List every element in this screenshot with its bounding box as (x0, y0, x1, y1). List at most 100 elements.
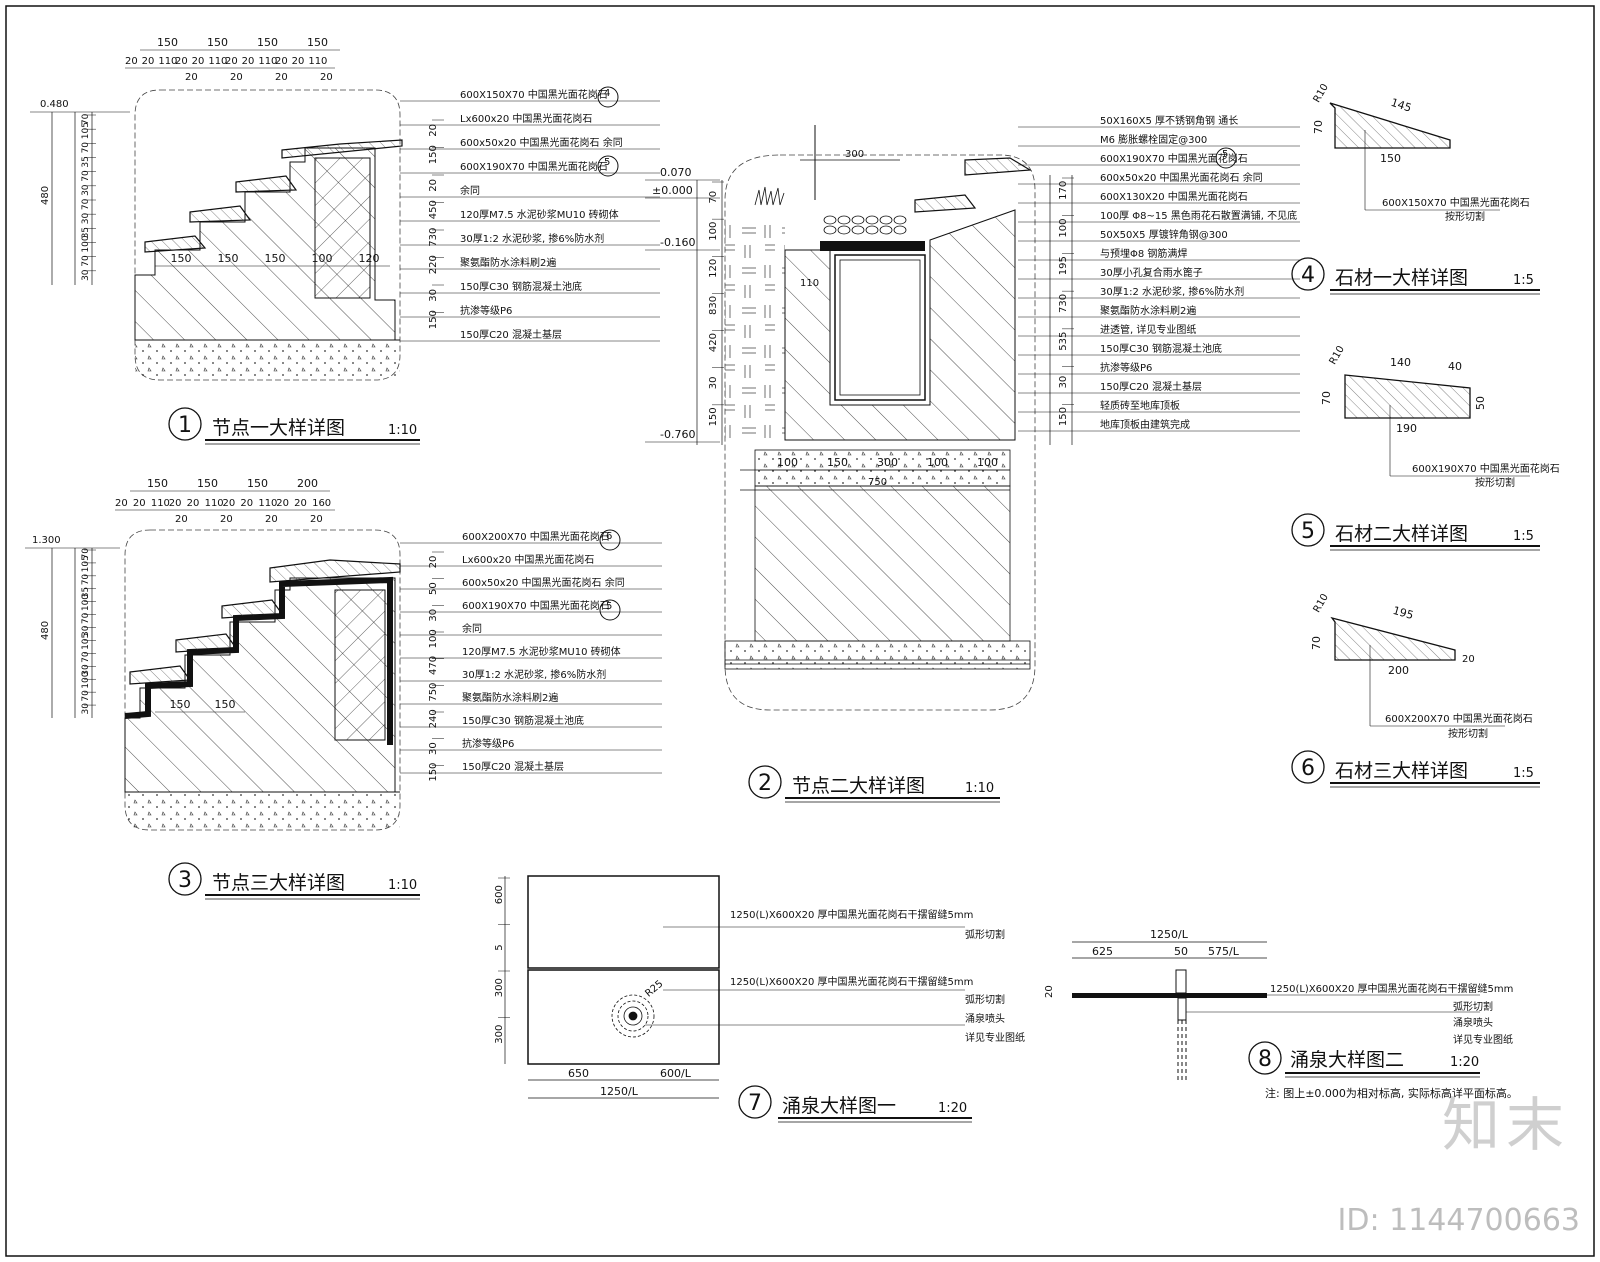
detail-5-title-text: 石材二大样详图 (1335, 523, 1468, 545)
d1-top2-11: 110 (308, 56, 327, 67)
d1-labels-8: 150厚C30 钢筋混凝土池底 (460, 280, 582, 293)
detail-4-h: 70 (1312, 120, 1325, 134)
d7-label-1: 弧形切割 (965, 928, 1005, 941)
detail-7-total-w: 1250/L (600, 1085, 639, 1098)
detail-2-stone-2 (964, 157, 1032, 176)
d3-left-0: 70 (81, 548, 91, 560)
d1-top-1: 150 (207, 36, 228, 49)
d2-right-2: 195 (1058, 256, 1069, 275)
detail-2-elevs: 0.070 ±0.000 -0.160 -0.760 (645, 166, 720, 443)
detail-3-title-num: 3 (178, 868, 192, 893)
d2-labels-10: 聚氨酯防水涂料刷2遍 (1100, 304, 1196, 317)
detail-1-total-h: 480 (40, 186, 51, 205)
detail-1-tag-circle-1 (597, 155, 619, 177)
detail-1-tread-1 (144, 235, 207, 253)
d3-left-11: 70 (81, 690, 91, 702)
detail-2-tag: 5 (1222, 149, 1228, 160)
detail-6-label1: 600X200X70 中国黑光面花岗石 (1385, 712, 1533, 725)
detail-2-pebbles (823, 215, 907, 235)
detail-4-title-scale: 1:5 (1513, 273, 1534, 288)
detail-4-r: R10 (1312, 82, 1331, 105)
detail-2-pool-wall (784, 209, 1016, 441)
d1-labels-5: 120厚M7.5 水泥砂浆MU10 砖砌体 (460, 208, 619, 221)
detail-5-bottom: 190 (1396, 422, 1417, 435)
d3-top2-5: 110 (205, 498, 224, 509)
detail-2-grate (820, 241, 925, 251)
d3-right-0: 20 (428, 556, 439, 569)
d1-left-9: 100 (81, 235, 91, 252)
detail-7-dim-b1: 650 (568, 1067, 589, 1080)
detail-2-gutter (834, 254, 926, 401)
detail-6-title-num: 6 (1301, 756, 1315, 781)
d1-labels-0: 600X150X70 中国黑光面花岗石 (460, 88, 608, 101)
detail-2-grass (754, 186, 785, 206)
detail-6-profile (1330, 616, 1456, 661)
detail-8-total-w: 1250/L (1150, 928, 1189, 941)
d1-labels-3: 600X190X70 中国黑光面花岗石 (460, 160, 608, 173)
detail-2: 0.070 ±0.000 -0.160 -0.760 7010012083042… (645, 114, 1300, 803)
d3-left-2: 70 (81, 574, 91, 586)
d8-label-2: 涌泉喷头 (1453, 1016, 1493, 1029)
detail-6: R10 195 200 70 20 600X200X70 中国黑光面花岗石 按形… (1291, 592, 1540, 788)
d1-right-2: 20 (428, 179, 439, 192)
d1-top-0: 150 (157, 36, 178, 49)
d3-right-7: 30 (428, 742, 439, 755)
detail-2-title-circle (748, 765, 782, 799)
d2-labels-1: M6 膨胀螺栓固定@300 (1100, 133, 1207, 146)
d2-labels-7: 与预埋Φ8 钢筋满焊 (1100, 247, 1187, 260)
detail-1-tread-3 (235, 175, 298, 193)
detail-5-top: 140 (1390, 356, 1411, 369)
d7-left-1: 5 (494, 944, 505, 950)
detail-4-title-text: 石材一大样详图 (1335, 267, 1468, 289)
d1-left-7: 30 (81, 213, 91, 225)
d3-labels-7: 聚氨酯防水涂料刷2遍 (462, 691, 558, 704)
d2-labels-13: 抗渗等级P6 (1100, 361, 1152, 374)
detail-2-base-strip (754, 449, 1011, 487)
detail-2-total-w: 750 (868, 477, 887, 488)
d3-labels-8: 150厚C30 钢筋混凝土池底 (462, 714, 584, 727)
d3-top2-11: 160 (312, 498, 331, 509)
detail-4-title-circle (1291, 257, 1325, 291)
detail-3-tread-4 (269, 559, 401, 583)
d8-label-3: 详见专业图纸 (1453, 1033, 1513, 1046)
detail-3-title-text: 节点三大样详图 (212, 872, 345, 894)
detail-5-r: R10 (1328, 344, 1347, 367)
detail-4-title-num: 4 (1301, 263, 1315, 288)
detail-6-title-text: 石材三大样详图 (1335, 760, 1468, 782)
d7-label-3: 弧形切割 (965, 993, 1005, 1006)
d1-right-0: 20 (428, 124, 439, 137)
d3-left-12: 30 (81, 703, 91, 715)
d3-right-3: 100 (428, 629, 439, 648)
detail-5-top2: 40 (1448, 360, 1462, 373)
d1-labels-9: 抗渗等级P6 (460, 304, 512, 317)
d1-left-10: 70 (81, 255, 91, 267)
d1-top3-2: 20 (275, 72, 288, 83)
d3-left-3: 35 (81, 587, 91, 598)
watermark-brand: 知末 (1441, 1091, 1570, 1159)
d7-label-2: 1250(L)X600X20 厚中国黑光面花岗石干摆留缝5mm (730, 975, 973, 988)
d1-left-1: 105 (81, 122, 91, 139)
detail-2-dim-top: 300 (845, 149, 864, 160)
detail-3-boundary (124, 529, 401, 831)
d1-left-2: 70 (81, 142, 91, 154)
d2-labels-12: 150厚C30 钢筋混凝土池底 (1100, 342, 1222, 355)
d3-top-1: 150 (197, 477, 218, 490)
d2-labels-3: 600x50x20 中国黑光面花岗石 余同 (1100, 171, 1263, 184)
d3-top2-10: 20 (294, 498, 307, 509)
d1-right-7: 150 (428, 310, 439, 329)
d3-top3-2: 20 (265, 514, 278, 525)
d1-right-1: 150 (428, 145, 439, 164)
detail-3-left-dims: 1.300 480 (25, 535, 120, 718)
d1-labels-4: 余同 (460, 184, 480, 197)
detail-7-radius: R25 (643, 979, 665, 1000)
detail-6-side: 20 (1462, 654, 1475, 665)
detail-3-brick-wall (334, 589, 386, 741)
d2-labels-0: 50X160X5 厚不锈钢角钢 通长 (1100, 114, 1238, 127)
detail-8-title-scale: 1:20 (1450, 1055, 1479, 1070)
detail-3-tag-circle-1 (599, 599, 621, 621)
d2-left-1: 100 (708, 222, 719, 241)
detail-2-stone-1 (914, 194, 977, 213)
detail-8-thick: 20 (1044, 985, 1055, 998)
detail-2-slab (724, 640, 1031, 670)
